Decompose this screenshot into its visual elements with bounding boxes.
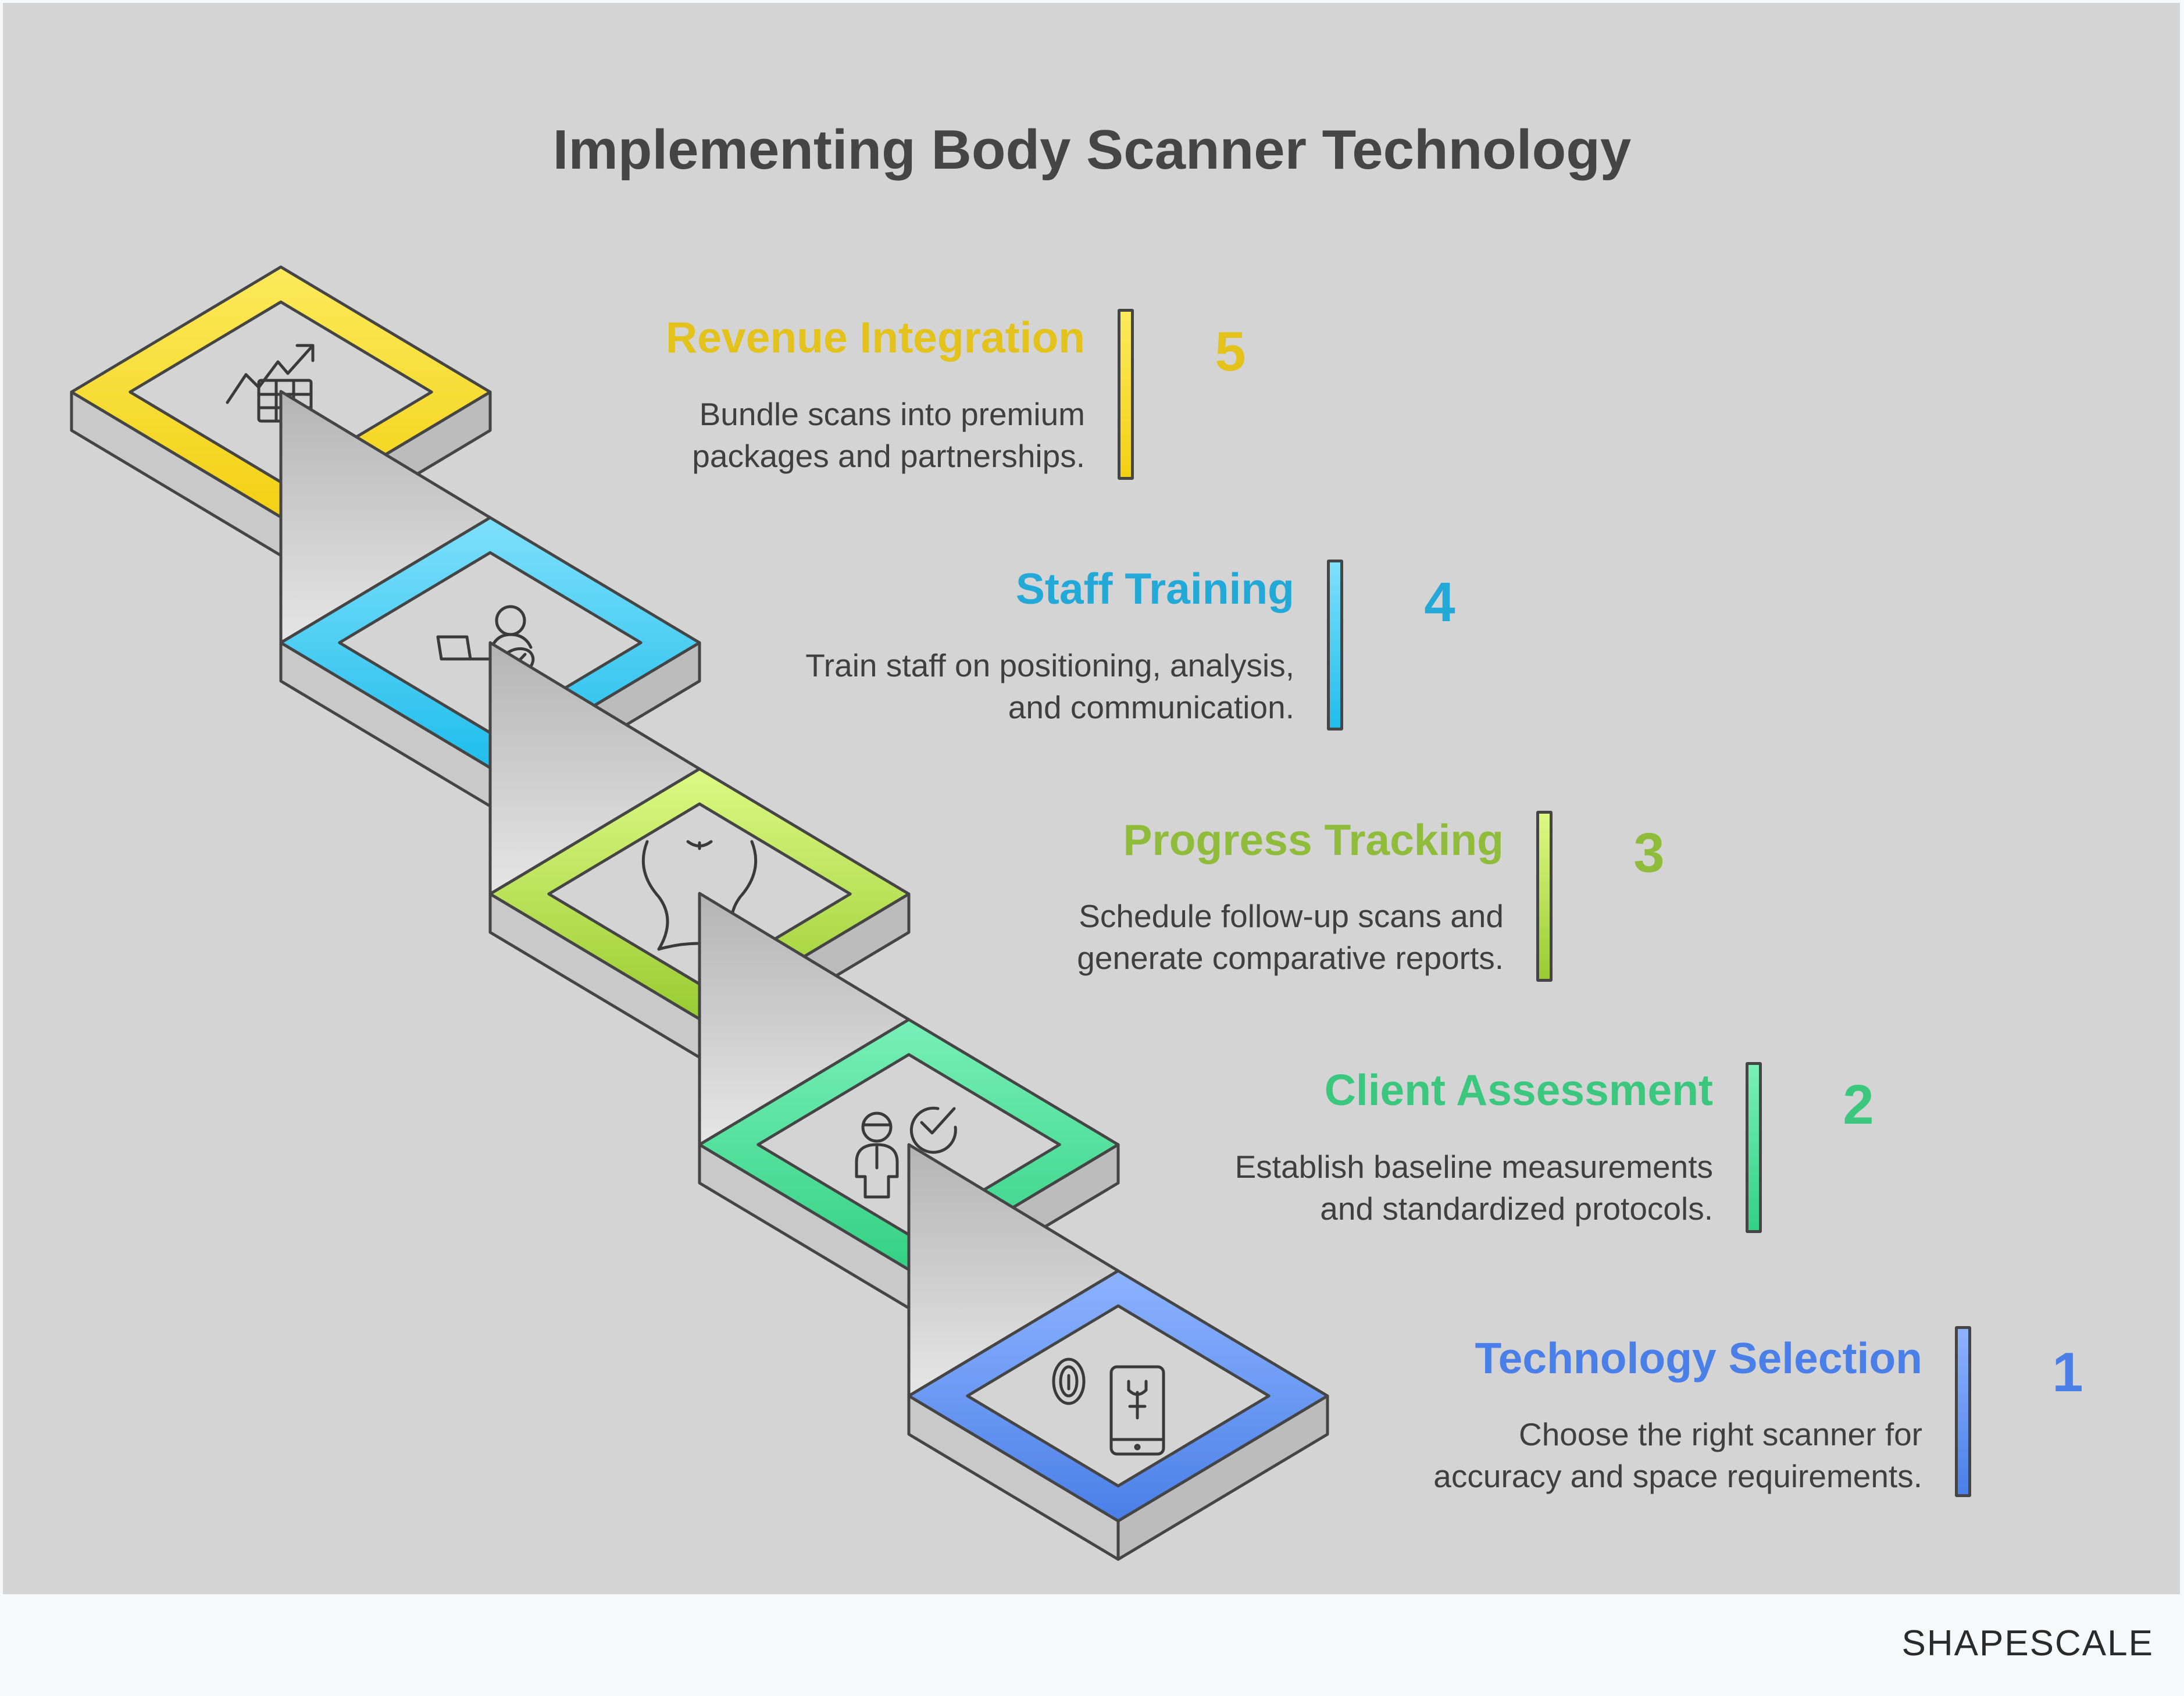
- step-description-line: accuracy and space requirements.: [1433, 1458, 1922, 1494]
- fingerprint-phone-icon: [1052, 1357, 1165, 1456]
- person-checkmark-icon: [855, 1106, 957, 1199]
- step-description: Bundle scans into premium packages and pa…: [692, 393, 1085, 477]
- step-block-1: [907, 1143, 1329, 1561]
- step-number: 2: [1843, 1074, 1874, 1136]
- step-description-line: Train staff on positioning, analysis,: [805, 647, 1294, 683]
- step-number: 5: [1215, 320, 1246, 383]
- step-description: Establish baseline measurements and stand…: [1235, 1146, 1713, 1230]
- step-number: 4: [1424, 571, 1455, 633]
- step-accent-bar: [1746, 1062, 1762, 1233]
- step-number: 3: [1633, 822, 1665, 884]
- brand-logo-text: SHAPESCALE: [1901, 1623, 2154, 1663]
- step-description-line: packages and partnerships.: [692, 438, 1085, 474]
- page-title: Implementing Body Scanner Technology: [552, 119, 1632, 181]
- step-number: 1: [2052, 1341, 2083, 1403]
- step-description-line: and communication.: [1008, 689, 1294, 725]
- step-description-line: Choose the right scanner for: [1519, 1416, 1922, 1452]
- step-top-inner-1: [966, 1304, 1271, 1488]
- step-description-line: and standardized protocols.: [1320, 1191, 1713, 1227]
- step-title: Staff Training: [1015, 564, 1294, 613]
- step-description-line: generate comparative reports.: [1077, 940, 1504, 976]
- step-description-line: Establish baseline measurements: [1234, 1149, 1713, 1185]
- step-accent-bar: [1536, 811, 1553, 982]
- step-description-line: Schedule follow-up scans and: [1079, 898, 1504, 934]
- step-title: Revenue Integration: [666, 313, 1085, 362]
- step-description: Schedule follow-up scans and generate com…: [1077, 895, 1504, 979]
- step-description: Train staff on positioning, analysis, and…: [805, 644, 1294, 728]
- step-description: Choose the right scanner for accuracy and…: [1433, 1413, 1922, 1497]
- step-accent-bar: [1327, 560, 1343, 731]
- step-title: Technology Selection: [1475, 1334, 1922, 1383]
- step-title: Client Assessment: [1324, 1066, 1713, 1114]
- step-description-line: Bundle scans into premium: [699, 396, 1085, 432]
- step-title: Progress Tracking: [1123, 815, 1504, 864]
- step-accent-bar: [1955, 1326, 1971, 1497]
- step-accent-bar: [1118, 309, 1134, 480]
